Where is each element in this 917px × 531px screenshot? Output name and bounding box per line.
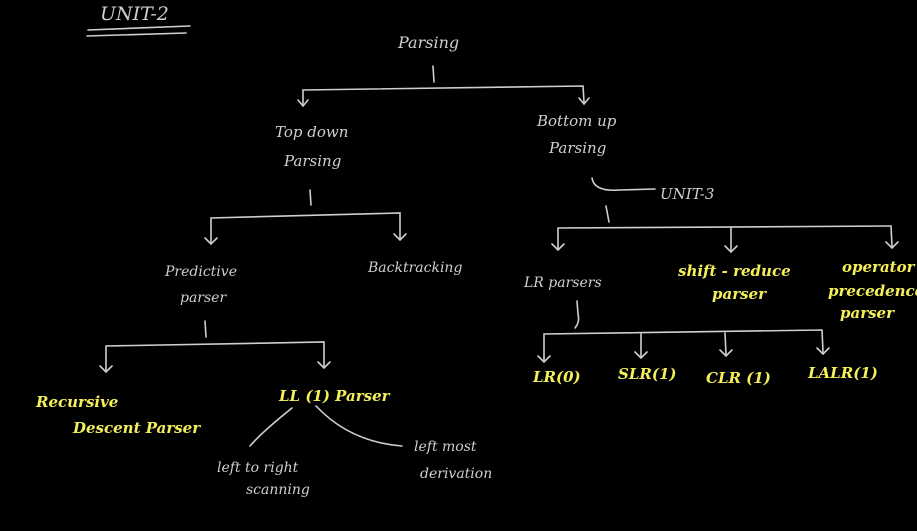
- root-stem: [432, 65, 435, 83]
- arrow-predictive: [204, 237, 218, 246]
- lr-branch: [543, 329, 824, 361]
- arrow-recursive: [99, 365, 113, 374]
- node-backtracking: Backtracking: [367, 260, 462, 276]
- arrow-lr0: [537, 355, 551, 364]
- arrow-lr: [551, 243, 565, 252]
- bottom-up-branch: [557, 225, 893, 249]
- unit-underline-1: [87, 25, 191, 31]
- node-predictive-line2: parser: [180, 290, 227, 306]
- unit-underline-2: [86, 32, 187, 37]
- root-branch: [302, 85, 585, 105]
- bottom-up-stem: [605, 205, 610, 223]
- unit-3-label: UNIT-3: [660, 185, 714, 203]
- node-recursive-line1: Recursive: [35, 393, 118, 411]
- predictive-stem: [204, 320, 207, 338]
- node-recursive-line2: Descent Parser: [72, 419, 201, 437]
- node-slr1: SLR(1): [618, 365, 676, 383]
- arrow-lalr1: [816, 347, 830, 356]
- arrow-backtracking: [393, 233, 407, 242]
- node-operator-line1: operator: [842, 258, 916, 276]
- node-operator-line3: parser: [840, 304, 895, 322]
- node-clr1: CLR (1): [706, 369, 771, 387]
- ll1-right-curve: [315, 405, 403, 447]
- node-shift-reduce-line2: parser: [712, 285, 767, 303]
- node-predictive-line1: Predictive: [164, 264, 237, 280]
- predictive-branch: [105, 341, 325, 371]
- note-left-most-line2: derivation: [420, 466, 492, 482]
- node-ll1-parser: LL (1) Parser: [278, 387, 391, 405]
- unit3-pointer: [591, 177, 656, 192]
- arrow-bottom-up: [578, 97, 590, 106]
- node-bottom-up-line2: Parsing: [548, 139, 606, 157]
- note-left-most-line1: left most: [414, 439, 477, 455]
- arrow-top-down: [297, 99, 309, 108]
- node-parsing: Parsing: [397, 33, 459, 52]
- node-shift-reduce-line1: shift - reduce: [678, 262, 791, 280]
- node-lr0: LR(0): [532, 368, 581, 386]
- clr-stem: [724, 332, 727, 355]
- node-top-down-line2: Parsing: [283, 152, 341, 170]
- node-lr-parsers: LR parsers: [523, 275, 602, 291]
- arrow-slr1: [634, 351, 648, 360]
- note-left-to-right-line2: scanning: [246, 482, 310, 498]
- lr-stem: [574, 300, 580, 329]
- node-bottom-up-line1: Bottom up: [536, 112, 617, 130]
- arrow-shift-reduce: [724, 245, 738, 254]
- top-down-branch: [210, 212, 401, 243]
- arrow-ll1: [317, 361, 331, 370]
- arrow-operator: [885, 241, 899, 250]
- top-down-stem: [309, 189, 312, 206]
- unit-2-heading: UNIT-2: [100, 3, 169, 25]
- arrow-clr1: [719, 349, 733, 358]
- labels: UNIT-2 Parsing Top down Parsing Bottom u…: [100, 3, 714, 498]
- highlight-labels: shift - reduce parser operator precedenc…: [35, 258, 917, 437]
- node-top-down-line1: Top down: [275, 123, 348, 141]
- node-lalr1: LALR(1): [807, 364, 878, 382]
- node-operator-line2: precedence: [828, 282, 917, 300]
- connectors: [86, 25, 899, 447]
- note-left-to-right-line1: left to right: [217, 460, 299, 476]
- ll1-left-curve: [249, 407, 293, 447]
